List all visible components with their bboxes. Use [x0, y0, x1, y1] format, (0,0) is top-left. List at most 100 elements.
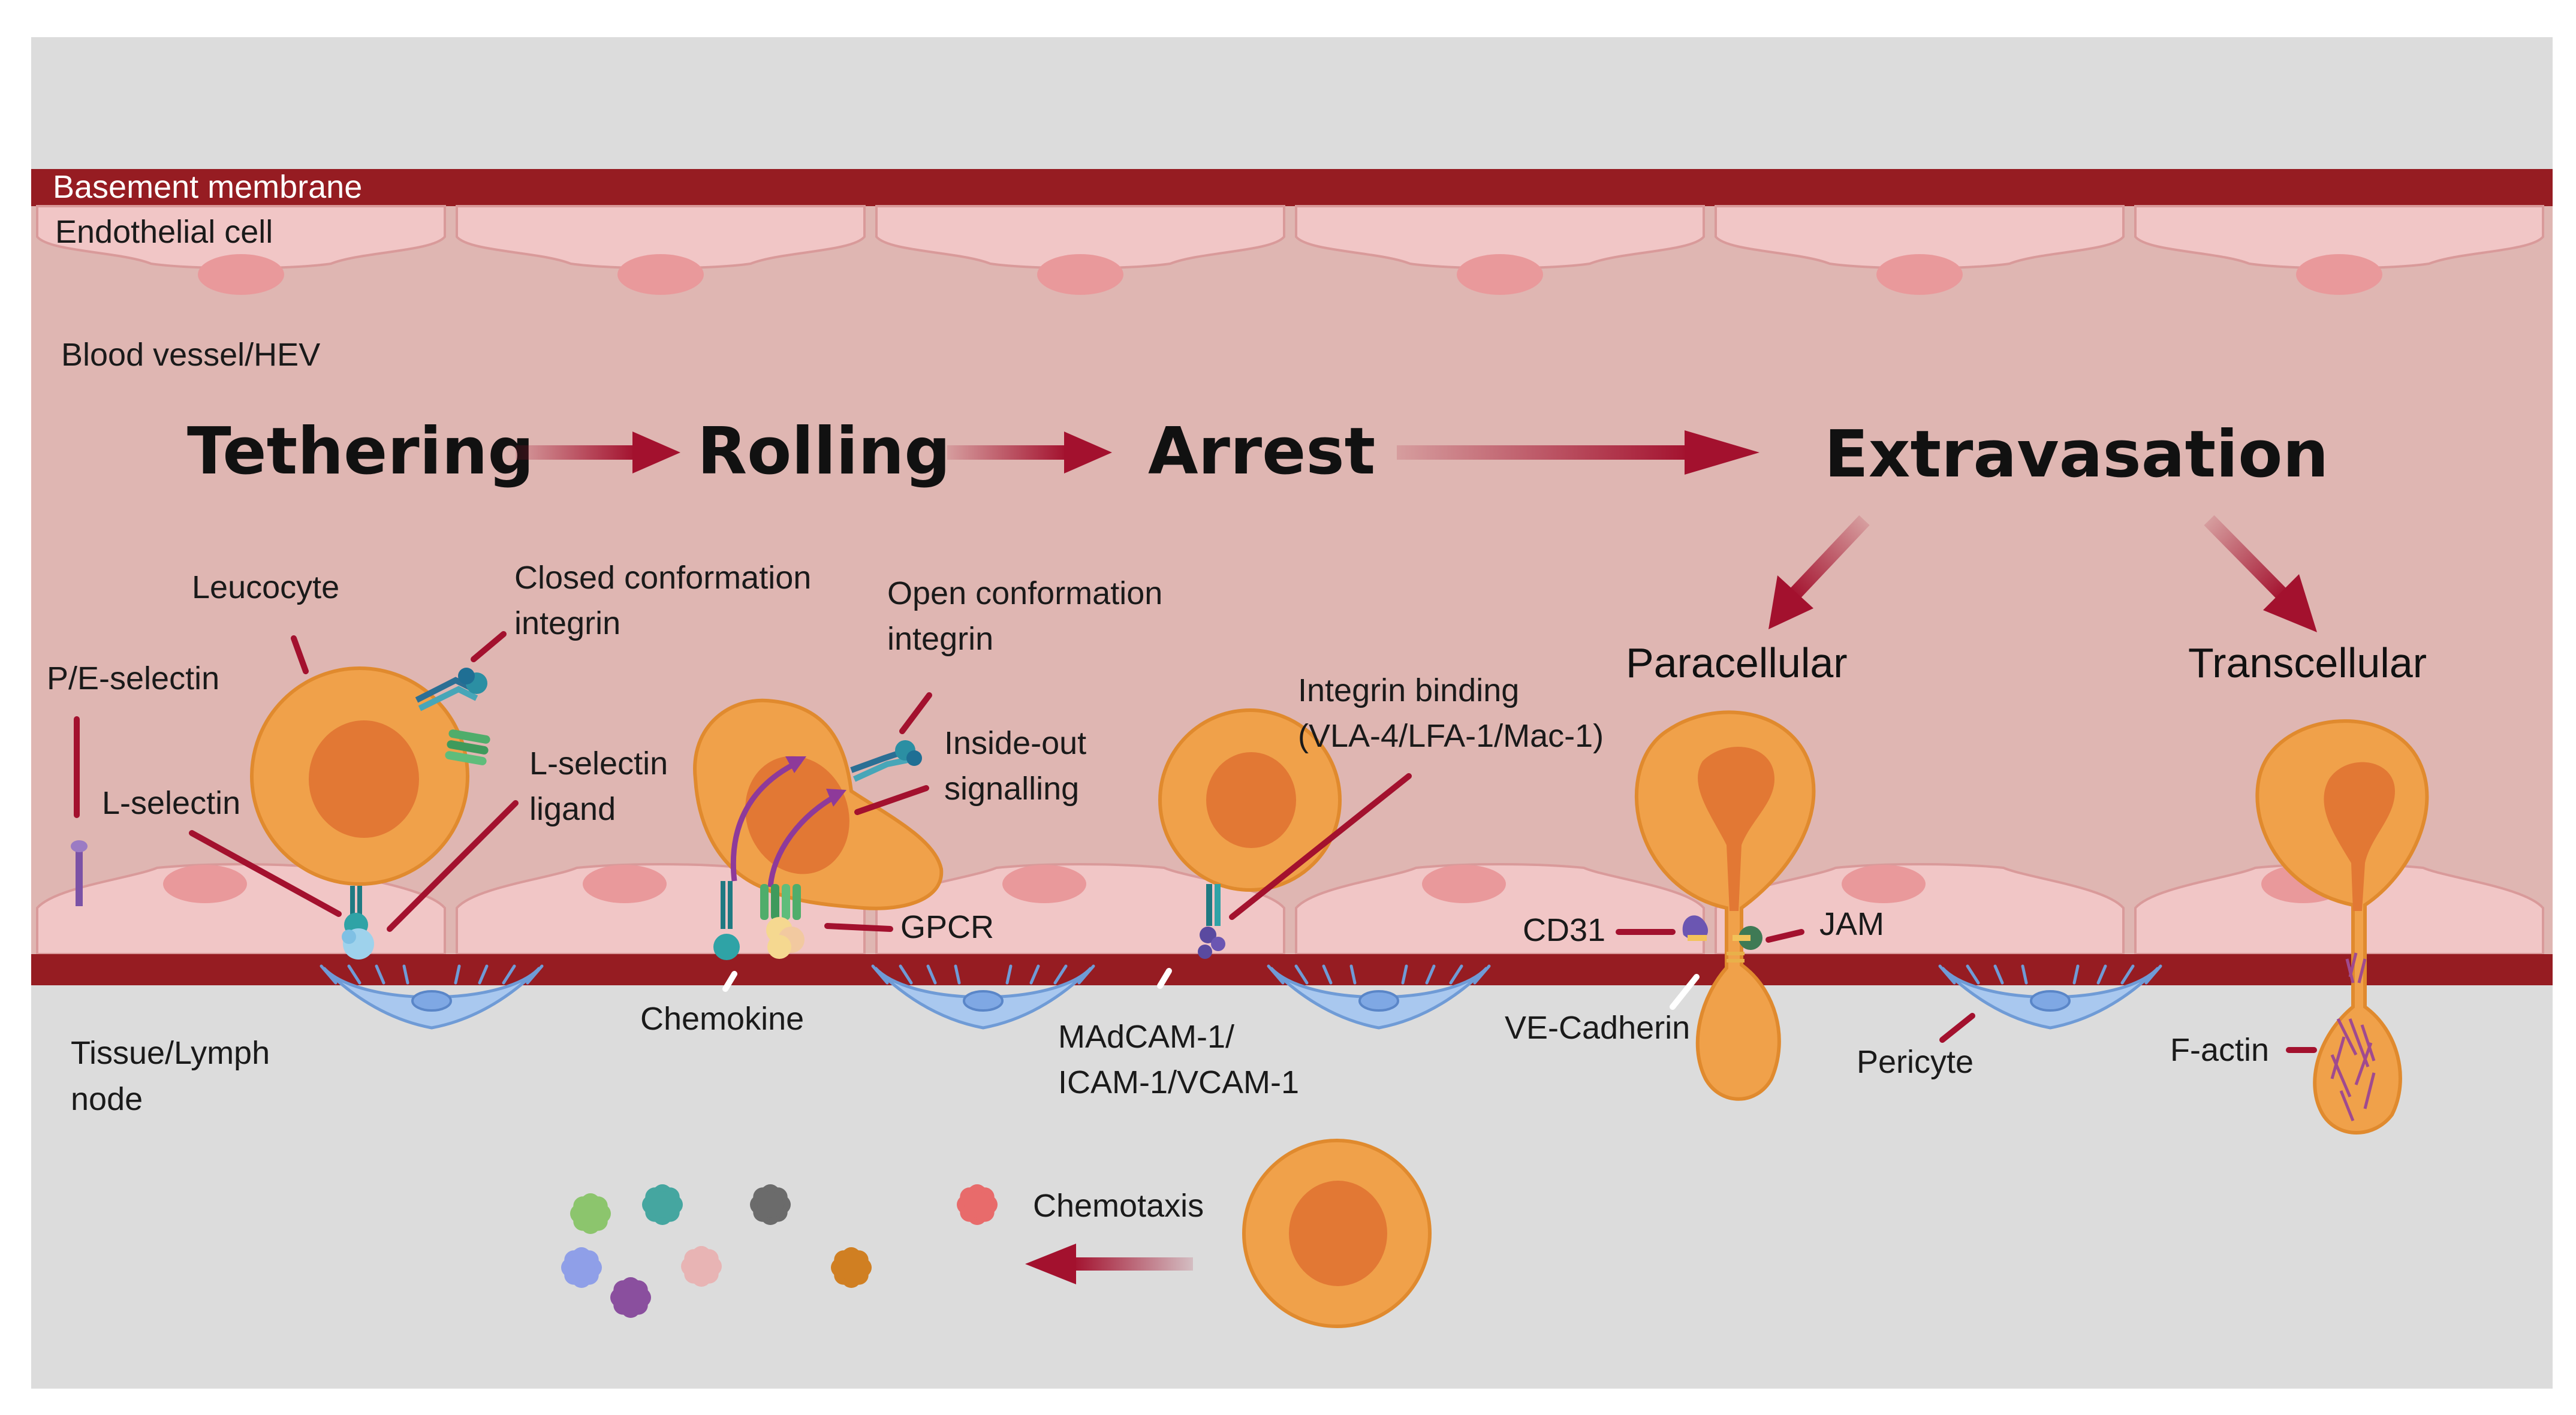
label-chemokine: Chemokine	[640, 1001, 804, 1037]
label-gpcr: GPCR	[900, 909, 994, 945]
chemokine-dot	[957, 1184, 998, 1225]
l-selectin-ligand-molecule	[342, 928, 374, 960]
endothelial-cell-bottom	[1715, 863, 2125, 955]
cd31-molecule	[1682, 915, 1709, 941]
label-cd31: CD31	[1523, 912, 1605, 948]
endothelial-nucleus	[583, 865, 667, 903]
arrow-rolling-arrest-shaft	[947, 445, 1067, 460]
arrow-transcellular-head	[2263, 574, 2317, 632]
endothelial-cell-top	[875, 205, 1285, 295]
rolling-cell-nucleus	[745, 756, 849, 874]
endothelial-nucleus	[1876, 254, 1963, 295]
stage-arrest: Arrest	[1148, 414, 1375, 489]
stage-tethering: Tethering	[187, 414, 534, 489]
gpcr-molecule	[760, 884, 801, 920]
endothelial-nucleus	[1037, 254, 1123, 295]
leader-lines	[74, 631, 2317, 1053]
pericyte-cell	[1938, 964, 2162, 1030]
label-inside-out-1: Inside-out	[944, 725, 1086, 761]
arrest-integrin-binding	[1198, 884, 1225, 959]
label-pericyte: Pericyte	[1857, 1044, 1974, 1080]
top-endothelium	[36, 205, 2544, 295]
pericytes	[320, 964, 2162, 1030]
chemokine-molecule	[766, 917, 805, 959]
label-integrin-binding-2: (VLA-4/LFA-1/Mac-1)	[1298, 718, 1604, 754]
leucocyte-chemotaxis	[1242, 1139, 1432, 1328]
rolling-l-selectin	[713, 881, 740, 960]
stage-rolling: Rolling	[697, 414, 951, 489]
route-paracellular: Paracellular	[1626, 639, 1848, 686]
endothelial-cell-top	[1295, 205, 1705, 295]
leucocyte-rolling	[693, 698, 944, 910]
arrow-tethering-rolling-head	[632, 432, 680, 473]
chemokine-dot	[561, 1247, 602, 1288]
chemotaxis-arrow	[1025, 1244, 1193, 1284]
chemokine-dot	[610, 1277, 651, 1318]
label-jam: JAM	[1819, 906, 1884, 942]
endothelial-cell-top	[1715, 205, 2125, 295]
pericyte-cell	[320, 964, 544, 1030]
arrow-arrest-extravasation-head	[1685, 430, 1759, 475]
arrow-paracellular-shaft	[1787, 515, 1870, 602]
top-basement-membrane	[31, 169, 2553, 206]
leader-lines-white	[722, 968, 1700, 1010]
label-madcam-2: ICAM-1/VCAM-1	[1058, 1064, 1299, 1100]
arrow-transcellular-shaft	[2204, 515, 2289, 602]
inside-out-arrow-2-head	[826, 789, 846, 807]
label-pe-selectin: P/E-selectin	[47, 660, 219, 696]
endothelial-cell-bottom	[1295, 863, 1705, 955]
label-l-selectin: L-selectin	[102, 785, 240, 821]
label-tissue-1: Tissue/Lymph	[71, 1035, 270, 1071]
chemokine-receptor-tethering	[445, 729, 490, 765]
chemokine-dot	[681, 1246, 722, 1287]
endothelial-nucleus	[2296, 254, 2382, 295]
open-integrin-molecule	[850, 740, 922, 782]
endothelial-nucleus	[617, 254, 704, 295]
blood-vessel-label: Blood vessel/HEV	[61, 337, 320, 373]
endothelial-cell-top	[36, 205, 446, 295]
chemokine-dot	[831, 1247, 872, 1288]
inside-out-arrow-2	[767, 792, 841, 888]
endothelial-nucleus	[1842, 865, 1926, 903]
endothelial-cell-label: Endothelial cell	[55, 214, 273, 250]
arrow-arrest-extravasation-shaft	[1397, 445, 1691, 460]
endothelial-nucleus	[163, 865, 247, 903]
label-tissue-2: node	[71, 1081, 143, 1117]
inside-out-arrow-1	[730, 758, 802, 882]
label-open-integrin-1: Open conformation	[887, 575, 1162, 611]
f-actin-fibers	[2330, 952, 2376, 1121]
inside-out-arrow-1-head	[785, 756, 806, 773]
label-l-selectin-ligand-1: L-selectin	[529, 746, 668, 782]
ve-cadherin-molecule	[1727, 952, 1745, 963]
jam-molecule	[1733, 926, 1762, 950]
leucocyte-paracellular	[1634, 710, 1816, 1101]
endothelial-cell-bottom	[875, 863, 1285, 955]
endothelial-nucleus	[1422, 865, 1506, 903]
stage-arrows	[516, 430, 2317, 632]
basement-membrane-label: Basement membrane	[53, 169, 362, 205]
leucocyte-transcellular	[2255, 719, 2429, 1135]
arrow-rolling-arrest-head	[1064, 432, 1112, 473]
leucocyte-tethering	[250, 666, 469, 886]
label-ve-cadherin: VE-Cadherin	[1505, 1010, 1690, 1046]
label-open-integrin-2: integrin	[887, 621, 993, 657]
stage-extravasation: Extravasation	[1824, 417, 2328, 492]
label-leucocyte: Leucocyte	[192, 569, 339, 605]
closed-integrin-molecule	[415, 668, 487, 711]
bottom-endothelium	[36, 863, 2544, 955]
label-closed-integrin-2: integrin	[514, 605, 620, 641]
endothelial-cell-top	[2134, 205, 2544, 295]
annotations: Leucocyte Closed conformation integrin P…	[47, 560, 2269, 1224]
chemokine-dot	[570, 1193, 611, 1234]
endothelial-nucleus	[1002, 865, 1086, 903]
label-integrin-binding-1: Integrin binding	[1298, 672, 1519, 708]
label-f-actin: F-actin	[2170, 1032, 2269, 1068]
endothelial-cell-bottom	[36, 863, 446, 955]
label-chemotaxis: Chemotaxis	[1033, 1188, 1204, 1224]
label-inside-out-2: signalling	[944, 771, 1079, 807]
leucocyte-arrest	[1158, 708, 1342, 892]
arrow-paracellular-head	[1768, 575, 1813, 629]
arrow-tethering-rolling-shaft	[516, 445, 635, 460]
